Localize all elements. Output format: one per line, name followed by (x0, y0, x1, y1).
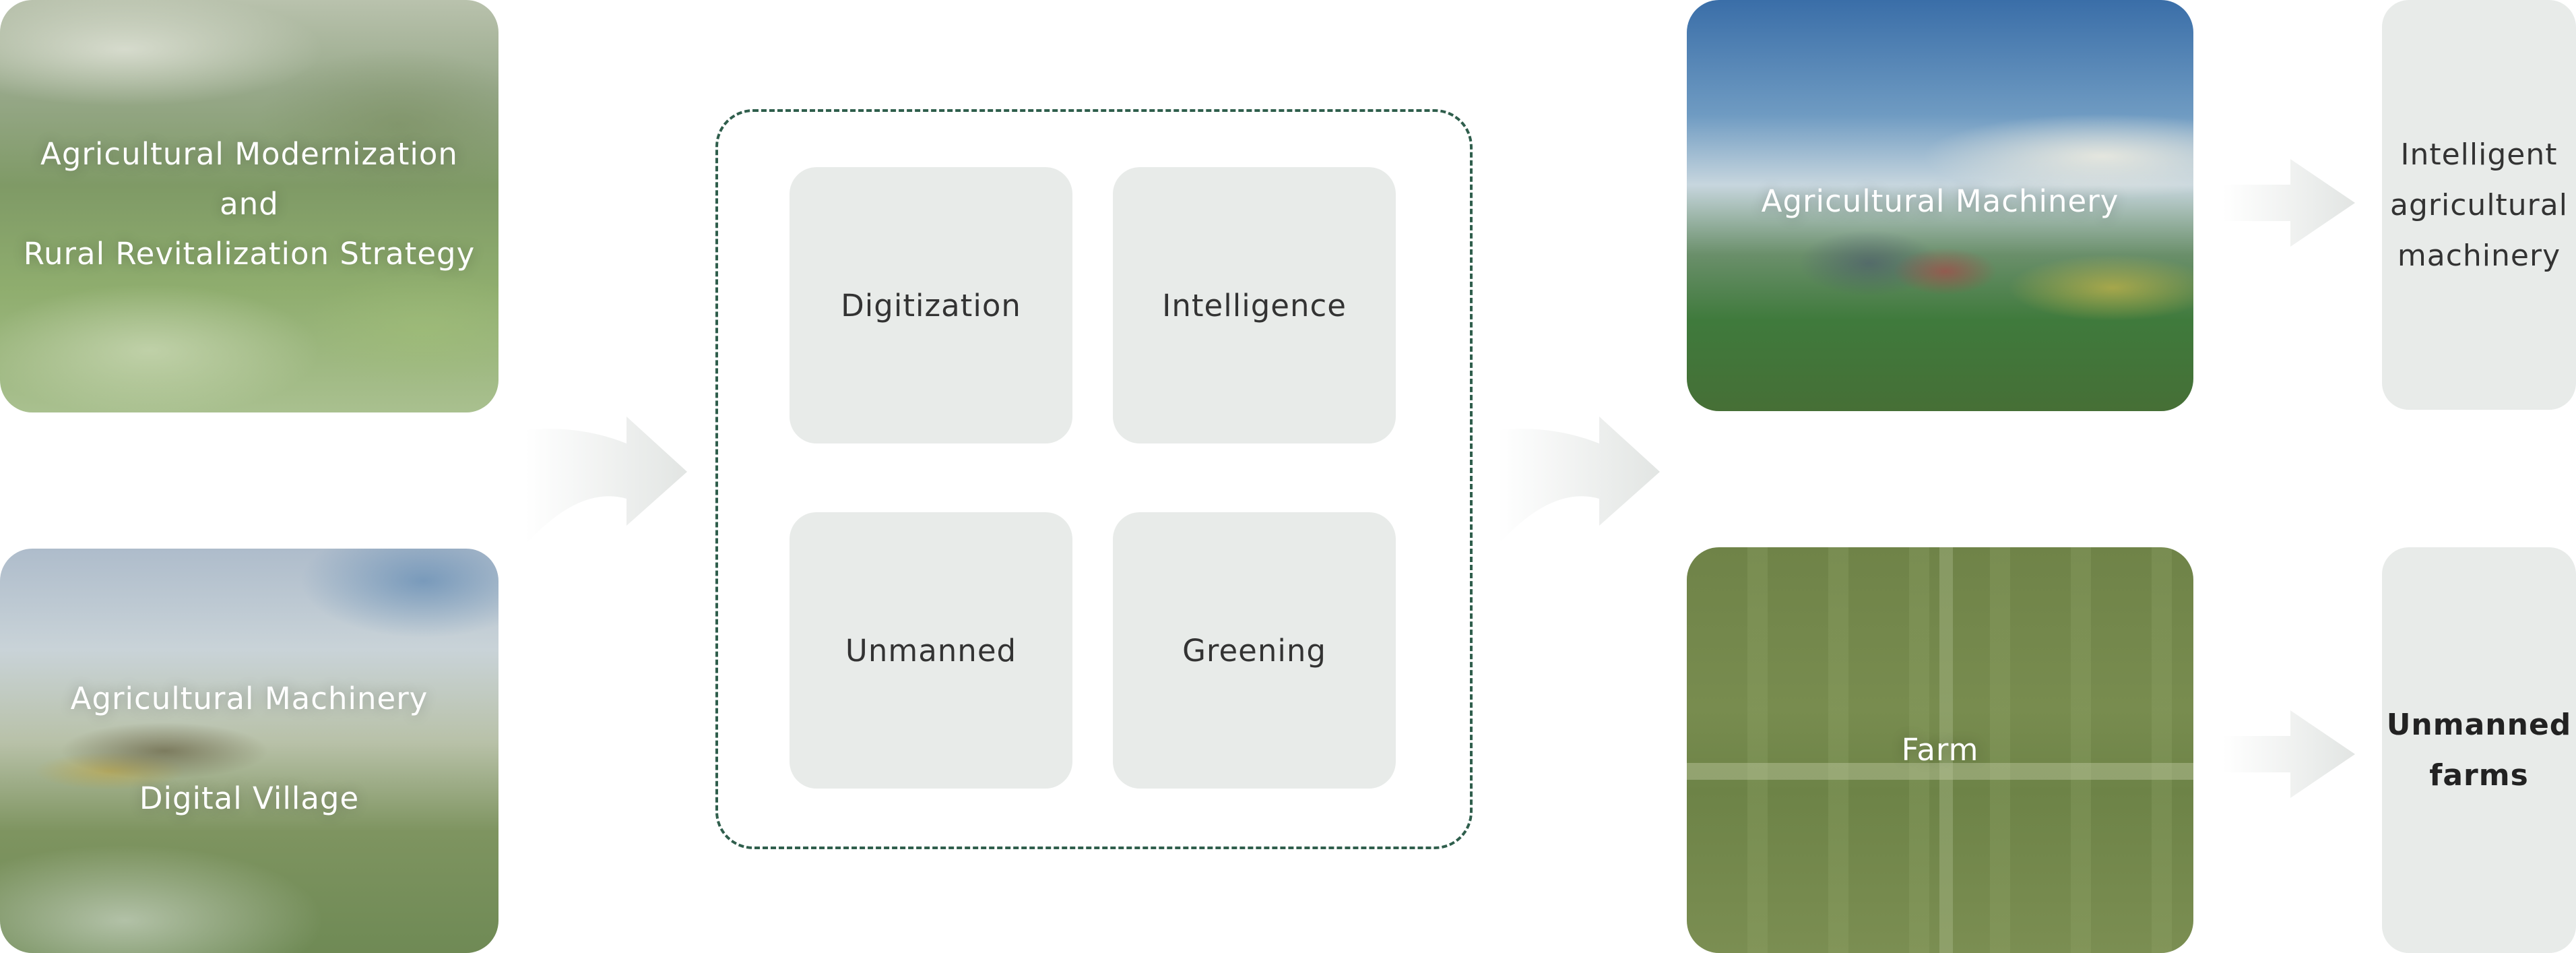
photo-tile-farm: Farm (1687, 547, 2193, 953)
modernization-label-line-1: Agricultural Modernization (40, 136, 458, 172)
outcome-machinery-line-2: agricultural (2390, 187, 2568, 222)
outcome-unmanned-farms: Unmanned farms (2382, 547, 2576, 953)
village-label-line-1: Agricultural Machinery (70, 681, 428, 716)
modernization-label-line-2: and (220, 186, 279, 222)
tractor-background-image (1687, 0, 2193, 411)
arrow-right-icon (2223, 159, 2355, 247)
farm-aerial-background-image (1687, 547, 2193, 953)
pillar-intelligence: Intelligence (1113, 167, 1396, 443)
farm-label: Farm (1901, 732, 1979, 768)
outcome-machinery-line-1: Intelligent (2400, 137, 2558, 172)
field-background-image (0, 0, 498, 412)
arrow-right-icon (525, 410, 687, 545)
drone-background-image (0, 549, 498, 953)
photo-tile-agricultural-machinery: Agricultural Machinery (1687, 0, 2193, 411)
village-label-line-2: Digital Village (139, 780, 360, 816)
pillar-unmanned: Unmanned (790, 512, 1072, 789)
arrow-right-icon (1498, 410, 1660, 545)
pillar-digitization: Digitization (790, 167, 1072, 443)
outcome-farm-line-1: Unmanned (2386, 708, 2572, 742)
outcome-intelligent-machinery: Intelligent agricultural machinery (2382, 0, 2576, 410)
photo-tile-digital-village: Agricultural Machinery Digital Village (0, 549, 498, 953)
modernization-label-line-3: Rural Revitalization Strategy (23, 236, 476, 272)
arrow-right-icon (2223, 710, 2355, 798)
photo-tile-modernization: Agricultural Modernization and Rural Rev… (0, 0, 498, 412)
pillar-greening: Greening (1113, 512, 1396, 789)
outcome-farm-line-2: farms (2429, 758, 2529, 793)
machinery-label: Agricultural Machinery (1761, 183, 2119, 219)
pillars-dashed-group (715, 109, 1473, 849)
outcome-machinery-line-3: machinery (2397, 238, 2561, 273)
